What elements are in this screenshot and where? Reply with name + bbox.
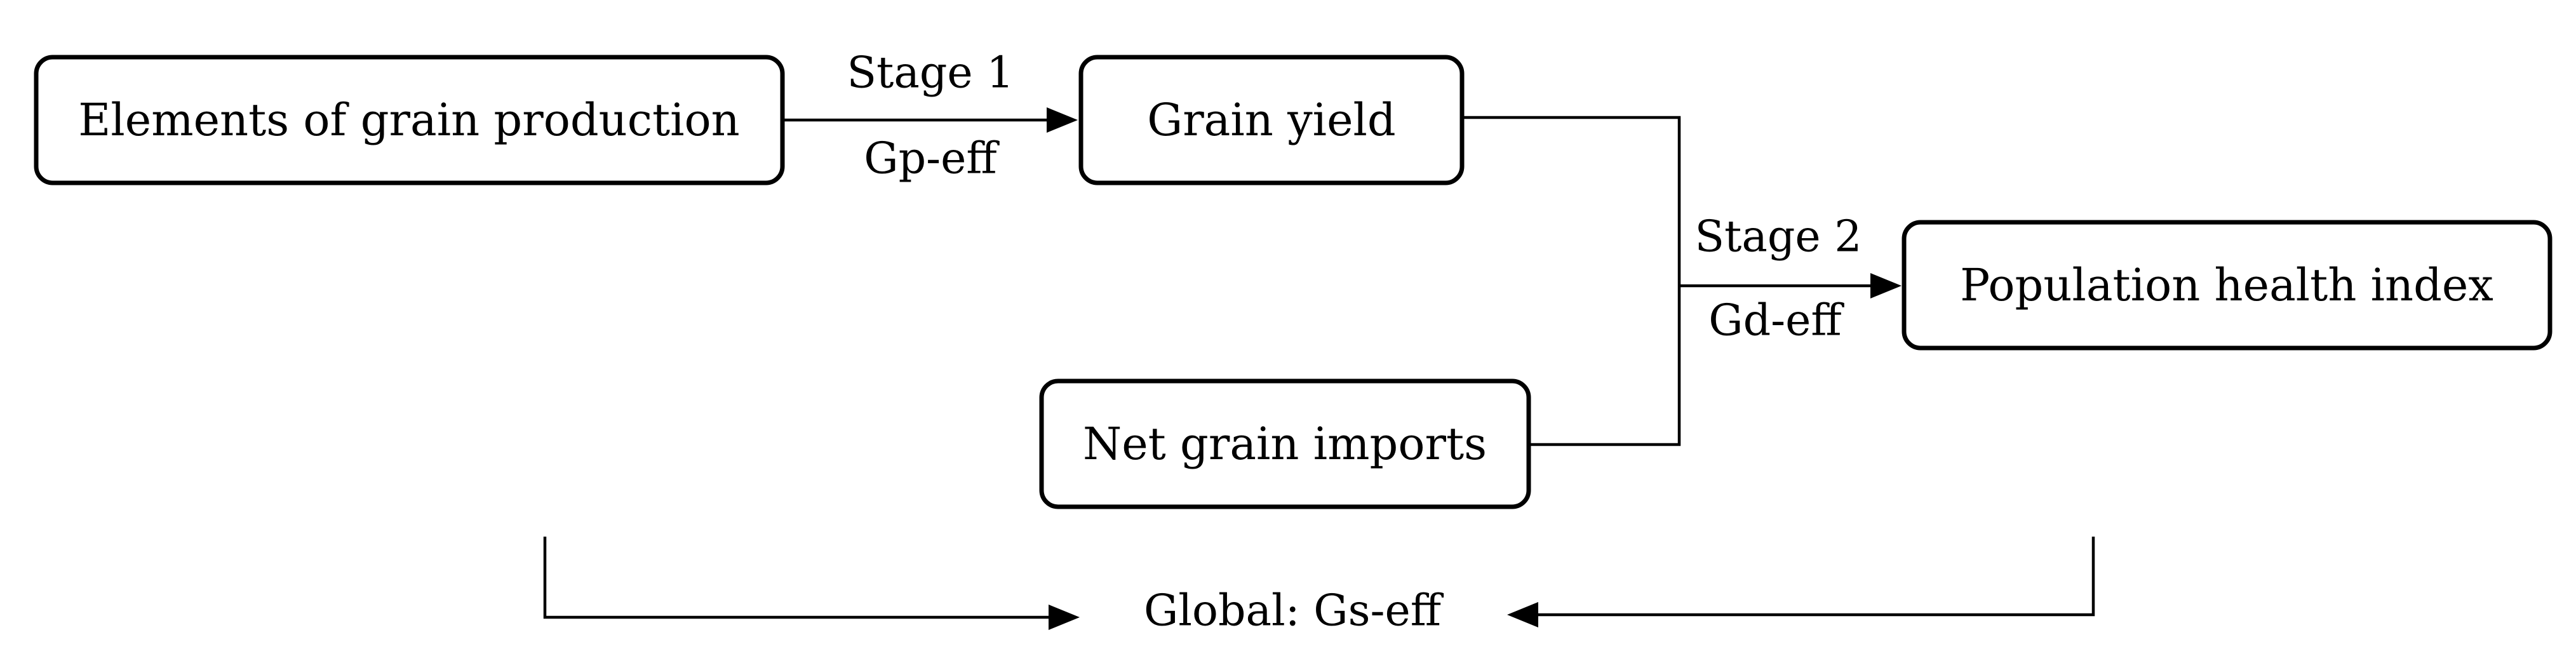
stage-2-arrowhead [1870, 273, 1902, 298]
global-left-arrowhead [1049, 605, 1080, 630]
node-population-health-index: Population health index [1902, 220, 2553, 351]
node-label: Population health index [1960, 259, 2493, 311]
stage-1-label: Stage 1 [847, 48, 1014, 98]
global-label: Global: Gs-eff [1144, 586, 1444, 636]
node-box [1078, 55, 1465, 185]
global-connector: Global: Gs-eff [543, 537, 2095, 636]
stage-2-label: Stage 2 [1694, 212, 1862, 262]
node-label: Elements of grain production [78, 94, 739, 146]
stage-1-metric: Gp-eff [864, 134, 1000, 184]
node-grain-yield: Grain yield [1078, 55, 1465, 185]
node-box [1902, 220, 2553, 351]
stage-1-connector: Stage 1 Gp-eff [782, 48, 1078, 184]
stage-1-arrowhead [1047, 107, 1078, 133]
stage-2-merge-line [1462, 116, 1681, 446]
stage-2-metric: Gd-eff [1708, 296, 1844, 346]
global-left-line [543, 537, 1049, 619]
node-label: Grain yield [1147, 94, 1395, 146]
global-right-arrowhead [1507, 602, 1538, 627]
node-label: Net grain imports [1083, 418, 1487, 470]
global-right-line [1537, 537, 2095, 617]
node-elements-of-grain-production: Elements of grain production [34, 55, 785, 185]
stage-2-connector: Stage 2 Gd-eff [1462, 116, 1902, 446]
node-net-grain-imports: Net grain imports [1039, 378, 1531, 509]
